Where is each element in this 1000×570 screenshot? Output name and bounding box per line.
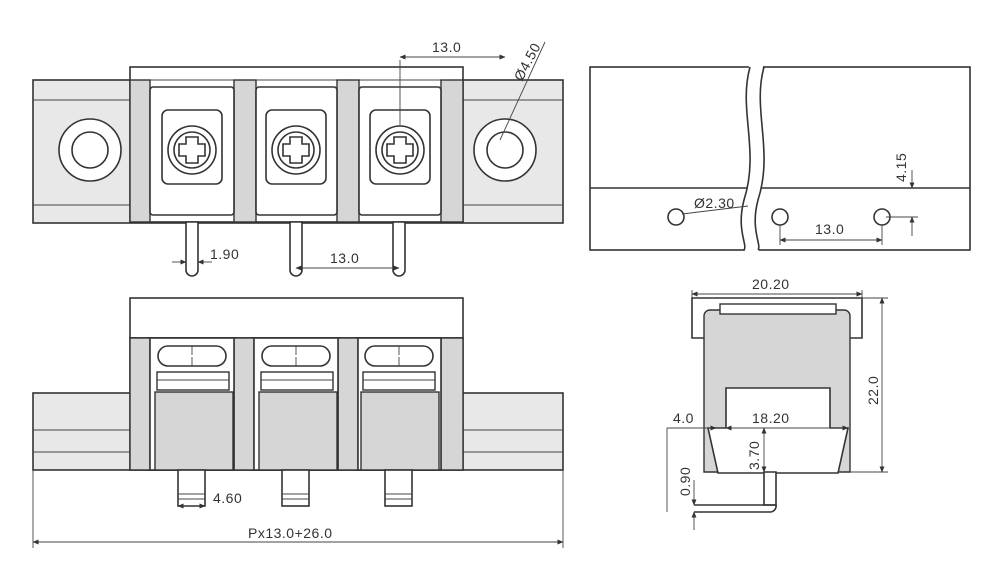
cavity-2 (253, 337, 339, 471)
dim-end-width-inner: 18.20 (752, 410, 790, 426)
dim-side-offset: 4.15 (893, 153, 909, 182)
dim-end-step-height: 3.70 (746, 441, 762, 470)
end-pin (763, 471, 777, 506)
dim-side-hole-diameter: Ø2.30 (694, 195, 735, 211)
cavity-1 (149, 337, 235, 471)
bottom-pin-3 (384, 469, 413, 507)
dim-front-pin-pitch: 13.0 (330, 250, 359, 266)
dim-end-width-top: 20.20 (752, 276, 790, 292)
dim-front-pin-width: 1.90 (210, 246, 239, 262)
dim-front-hole-diameter: Ø4.50 (511, 40, 544, 83)
end-opening (707, 387, 849, 474)
dim-front-pitch-top: 13.0 (432, 39, 461, 55)
dim-end-height: 22.0 (865, 376, 881, 405)
mounting-hole-right (473, 118, 537, 182)
side-hole-1 (667, 208, 685, 226)
dim-end-left-offset: 4.0 (673, 410, 694, 426)
dim-side-pitch: 13.0 (815, 221, 844, 237)
end-view: 20.20 22.0 18.20 4.0 3.70 0.90 (666, 276, 888, 530)
screw-2 (255, 86, 338, 216)
bottom-view: 4.60 Px13.0+26.0 (32, 297, 564, 548)
pin-3 (392, 221, 406, 277)
bottom-pin-2 (281, 469, 310, 507)
screw-3 (358, 86, 442, 216)
screw-1 (149, 86, 235, 216)
dim-bottom-overall: Px13.0+26.0 (248, 525, 333, 541)
side-body (589, 66, 971, 251)
front-view: 13.0 Ø4.50 1.90 13.0 (32, 39, 564, 277)
dim-end-pin-thickness: 0.90 (677, 467, 693, 496)
mounting-hole-left (58, 118, 122, 182)
bottom-pin-1 (177, 469, 206, 507)
side-view: Ø2.30 4.15 13.0 (589, 62, 971, 255)
cavity-3 (357, 337, 442, 471)
pin-1 (185, 221, 199, 277)
dim-bottom-pin-width: 4.60 (213, 490, 242, 506)
bottom-cover (129, 297, 464, 339)
